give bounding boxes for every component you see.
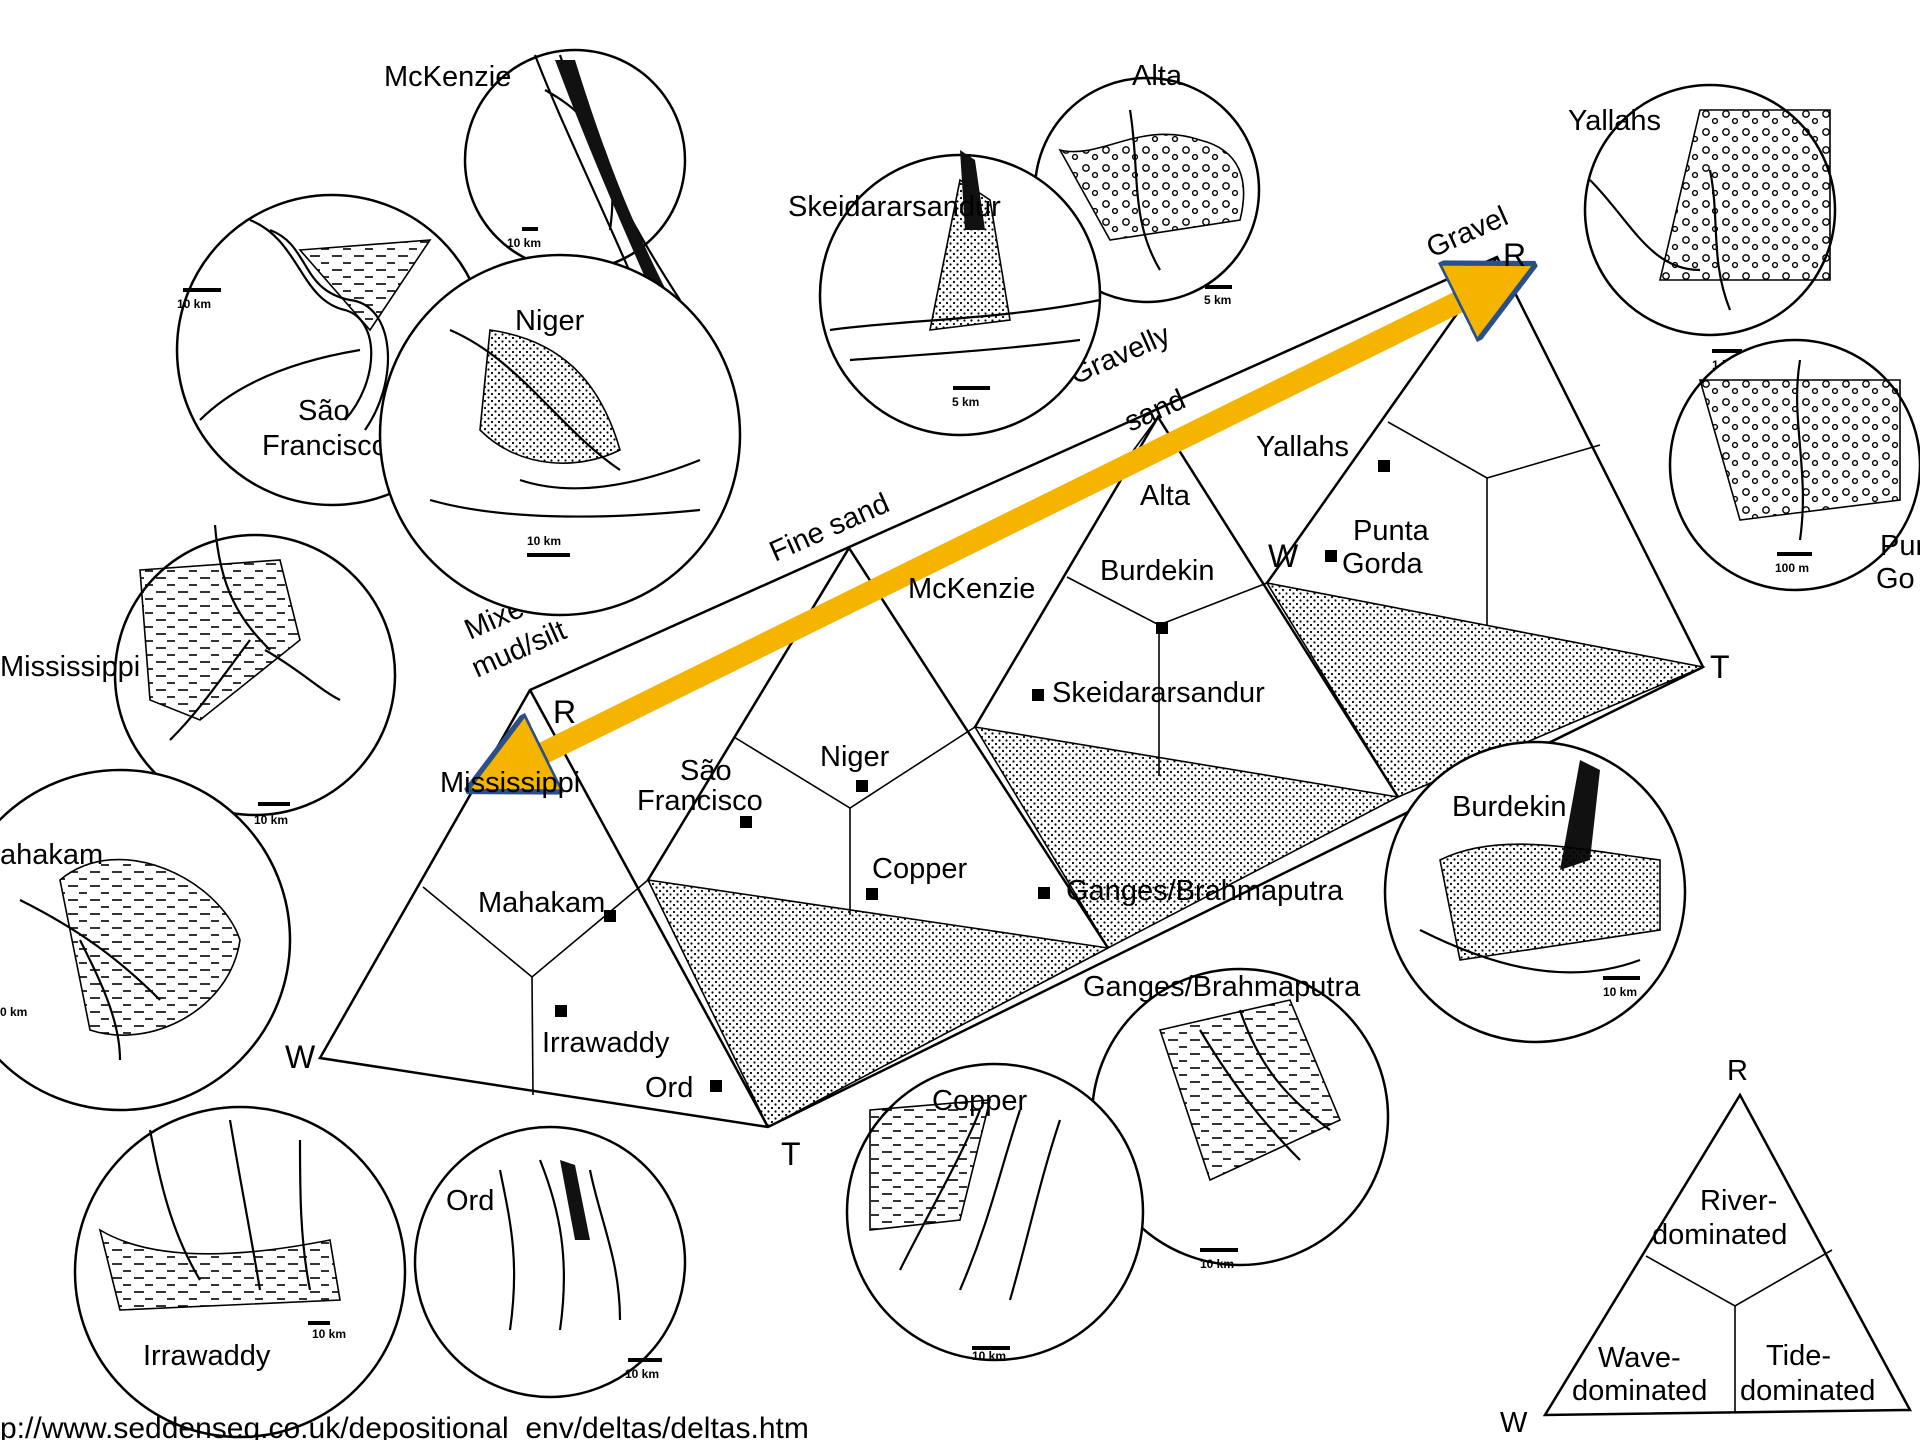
circle-label-copper: Copper	[932, 1085, 1027, 1117]
point-label-ganges: Ganges/Brahmaputra	[1066, 875, 1344, 907]
point-marker-mahakam	[604, 910, 616, 922]
scale-mississippi: 10 km	[254, 813, 288, 827]
point-label-copper: Copper	[872, 853, 967, 885]
scale-copper: 10 km	[972, 1349, 1006, 1363]
circle-label-burdekin: Burdekin	[1452, 791, 1566, 823]
circle-label-ord: Ord	[446, 1185, 494, 1217]
point-label-punta-1: Punta	[1353, 515, 1430, 547]
circle-label-irrawaddy: Irrawaddy	[143, 1340, 271, 1372]
scale-sao: 10 km	[177, 297, 211, 311]
legend-tide-2: dominated	[1740, 1375, 1875, 1407]
scale-mahakam: 0 km	[0, 1005, 27, 1019]
point-marker-yallahs	[1378, 460, 1390, 472]
point-label-alta: Alta	[1140, 480, 1191, 512]
vertex-t-back: T	[1710, 649, 1730, 685]
point-label-irrawaddy: Irrawaddy	[542, 1027, 670, 1059]
point-marker-skeidararsandur	[1032, 689, 1044, 701]
point-marker-punta	[1325, 550, 1337, 562]
point-label-mckenzie: McKenzie	[908, 573, 1035, 605]
scale-irrawaddy: 10 km	[312, 1327, 346, 1341]
point-label-niger: Niger	[820, 741, 890, 773]
division-1b	[532, 977, 533, 1095]
circle-label-mississippi: Mississippi	[0, 651, 140, 683]
circle-mahakam: ahakam 0 km	[0, 770, 290, 1110]
legend-wave-2: dominated	[1572, 1375, 1707, 1407]
legend-wave-1: Wave-	[1598, 1342, 1681, 1374]
circle-skeidararsandur: Skeidararsandur 5 km	[788, 150, 1100, 435]
point-marker-copper	[866, 888, 878, 900]
legend-river-2: dominated	[1652, 1219, 1787, 1251]
point-marker-ord	[710, 1080, 722, 1092]
circle-label-punta-2: Go	[1876, 563, 1915, 595]
scale-burdekin: 10 km	[1603, 985, 1637, 999]
point-marker-burdekin	[1156, 622, 1168, 634]
circle-label-alta: Alta	[1132, 60, 1183, 92]
legend-w: W	[1500, 1407, 1528, 1439]
circle-niger: Niger 10 km	[380, 255, 740, 615]
point-label-sao-1: São	[680, 755, 732, 787]
circle-label-niger: Niger	[515, 305, 585, 337]
shaded-panel-2	[975, 727, 1398, 948]
circle-label-mahakam: ahakam	[0, 839, 103, 871]
vertex-w-front: W	[285, 1039, 316, 1075]
source-url: p://www.seddenseq.co.uk/depositional_env…	[0, 1412, 809, 1440]
vertex-w-back: W	[1268, 538, 1299, 574]
circle-label-sao-1: São	[298, 395, 350, 427]
circle-ord: Ord 10 km	[415, 1127, 685, 1397]
circle-label-sao-2: Francisco	[262, 430, 388, 462]
legend-triangle: R W River- dominated Wave- dominated Tid…	[1500, 1055, 1910, 1439]
point-marker-sao	[740, 816, 752, 828]
point-label-sao-2: Francisco	[637, 785, 763, 817]
division-4	[1388, 422, 1600, 478]
circle-copper: Copper 10 km	[847, 1064, 1143, 1363]
point-label-punta-2: Gorda	[1342, 548, 1423, 580]
point-label-burdekin: Burdekin	[1100, 555, 1214, 587]
circle-yallahs: Yallahs 1 km	[1568, 85, 1835, 372]
circle-burdekin: Burdekin 10 km	[1385, 742, 1685, 1042]
legend-tide-1: Tide-	[1766, 1340, 1831, 1372]
circle-label-yallahs: Yallahs	[1568, 105, 1661, 137]
vertex-r-front: R	[553, 694, 576, 730]
scale-ord: 10 km	[625, 1367, 659, 1381]
division-2c	[818, 548, 849, 600]
point-label-ord: Ord	[645, 1072, 693, 1104]
legend-division	[1646, 1250, 1832, 1306]
point-marker-irrawaddy	[555, 1005, 567, 1017]
circle-irrawaddy: Irrawaddy 10 km	[75, 1107, 405, 1437]
legend-river-1: River-	[1700, 1185, 1777, 1217]
scale-niger: 10 km	[527, 534, 561, 548]
point-label-skeidararsandur: Skeidararsandur	[1052, 677, 1265, 709]
point-label-yallahs: Yallahs	[1256, 431, 1349, 463]
scale-punta: 100 m	[1775, 561, 1809, 575]
circle-label-skeidararsandur: Skeidararsandur	[788, 191, 1001, 223]
circle-punta-gorda: Pur Go 100 m	[1670, 340, 1920, 595]
circle-label-punta-1: Pur	[1880, 530, 1920, 562]
gravel-label: Gravel	[1422, 200, 1513, 264]
point-label-mississippi: Mississippi	[440, 767, 580, 799]
legend-r: R	[1727, 1055, 1748, 1087]
circle-label-mckenzie: McKenzie	[384, 61, 511, 93]
scale-skeidararsandur: 5 km	[952, 395, 979, 409]
point-marker-ganges	[1038, 887, 1050, 899]
vertex-t-front: T	[781, 1136, 801, 1172]
scale-mckenzie: 10 km	[507, 236, 541, 250]
vertex-r-top: R	[1503, 237, 1526, 273]
point-label-mahakam: Mahakam	[478, 887, 605, 919]
scale-ganges: 10 km	[1200, 1257, 1234, 1271]
point-marker-niger	[856, 780, 868, 792]
circle-label-ganges: Ganges/Brahmaputra	[1083, 971, 1361, 1003]
scale-alta: 5 km	[1204, 293, 1231, 307]
